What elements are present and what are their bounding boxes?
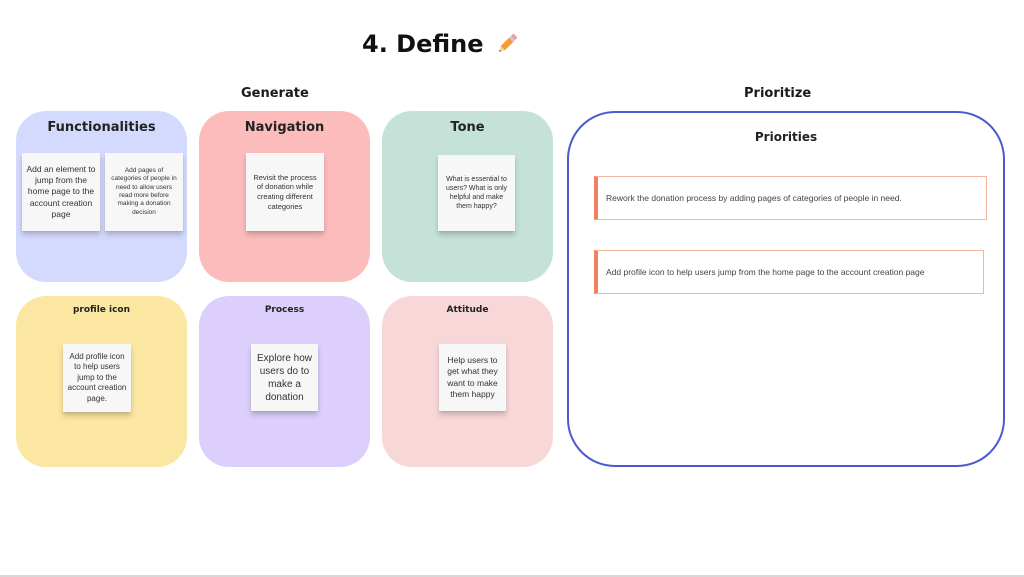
card-title: Attitude — [446, 305, 489, 315]
generate-label: Generate — [241, 86, 309, 101]
prioritize-label: Prioritize — [744, 86, 812, 101]
priority-item[interactable]: Add profile icon to help users jump from… — [594, 250, 984, 294]
card-functionalities[interactable]: Functionalities Add an element to jump f… — [16, 111, 187, 282]
priorities-title: Priorities — [754, 130, 818, 144]
sticky-note[interactable]: Help users to get what they want to make… — [439, 344, 506, 411]
sticky-note[interactable]: Add pages of categories of people in nee… — [105, 153, 183, 231]
card-title: profile icon — [72, 305, 131, 315]
card-process[interactable]: Process Explore how users do to make a d… — [199, 296, 370, 467]
card-attitude[interactable]: Attitude Help users to get what they wan… — [382, 296, 553, 467]
card-tone[interactable]: Tone What is essential to users? What is… — [382, 111, 553, 282]
card-title: Tone — [450, 120, 485, 135]
card-title: Functionalities — [47, 120, 156, 135]
card-title: Process — [264, 305, 305, 315]
card-navigation[interactable]: Navigation Revisit the process of donati… — [199, 111, 370, 282]
pencil-icon — [498, 34, 517, 52]
sticky-note[interactable]: Add profile icon to help users jump to t… — [63, 344, 131, 412]
priorities-panel[interactable]: Priorities — [567, 111, 1005, 467]
page-title: 4. Define — [362, 28, 520, 60]
card-title: Navigation — [244, 120, 325, 135]
sticky-note[interactable]: Revisit the process of donation while cr… — [246, 153, 324, 231]
priority-item[interactable]: Rework the donation process by adding pa… — [594, 176, 987, 220]
card-profile-icon[interactable]: profile icon Add profile icon to help us… — [16, 296, 187, 467]
sticky-note[interactable]: Add an element to jump from the home pag… — [22, 153, 100, 231]
sticky-note[interactable]: Explore how users do to make a donation — [251, 344, 318, 411]
divider — [0, 575, 1024, 577]
page-title-text: 4. Define — [362, 30, 484, 58]
sticky-note[interactable]: What is essential to users? What is only… — [438, 155, 515, 231]
